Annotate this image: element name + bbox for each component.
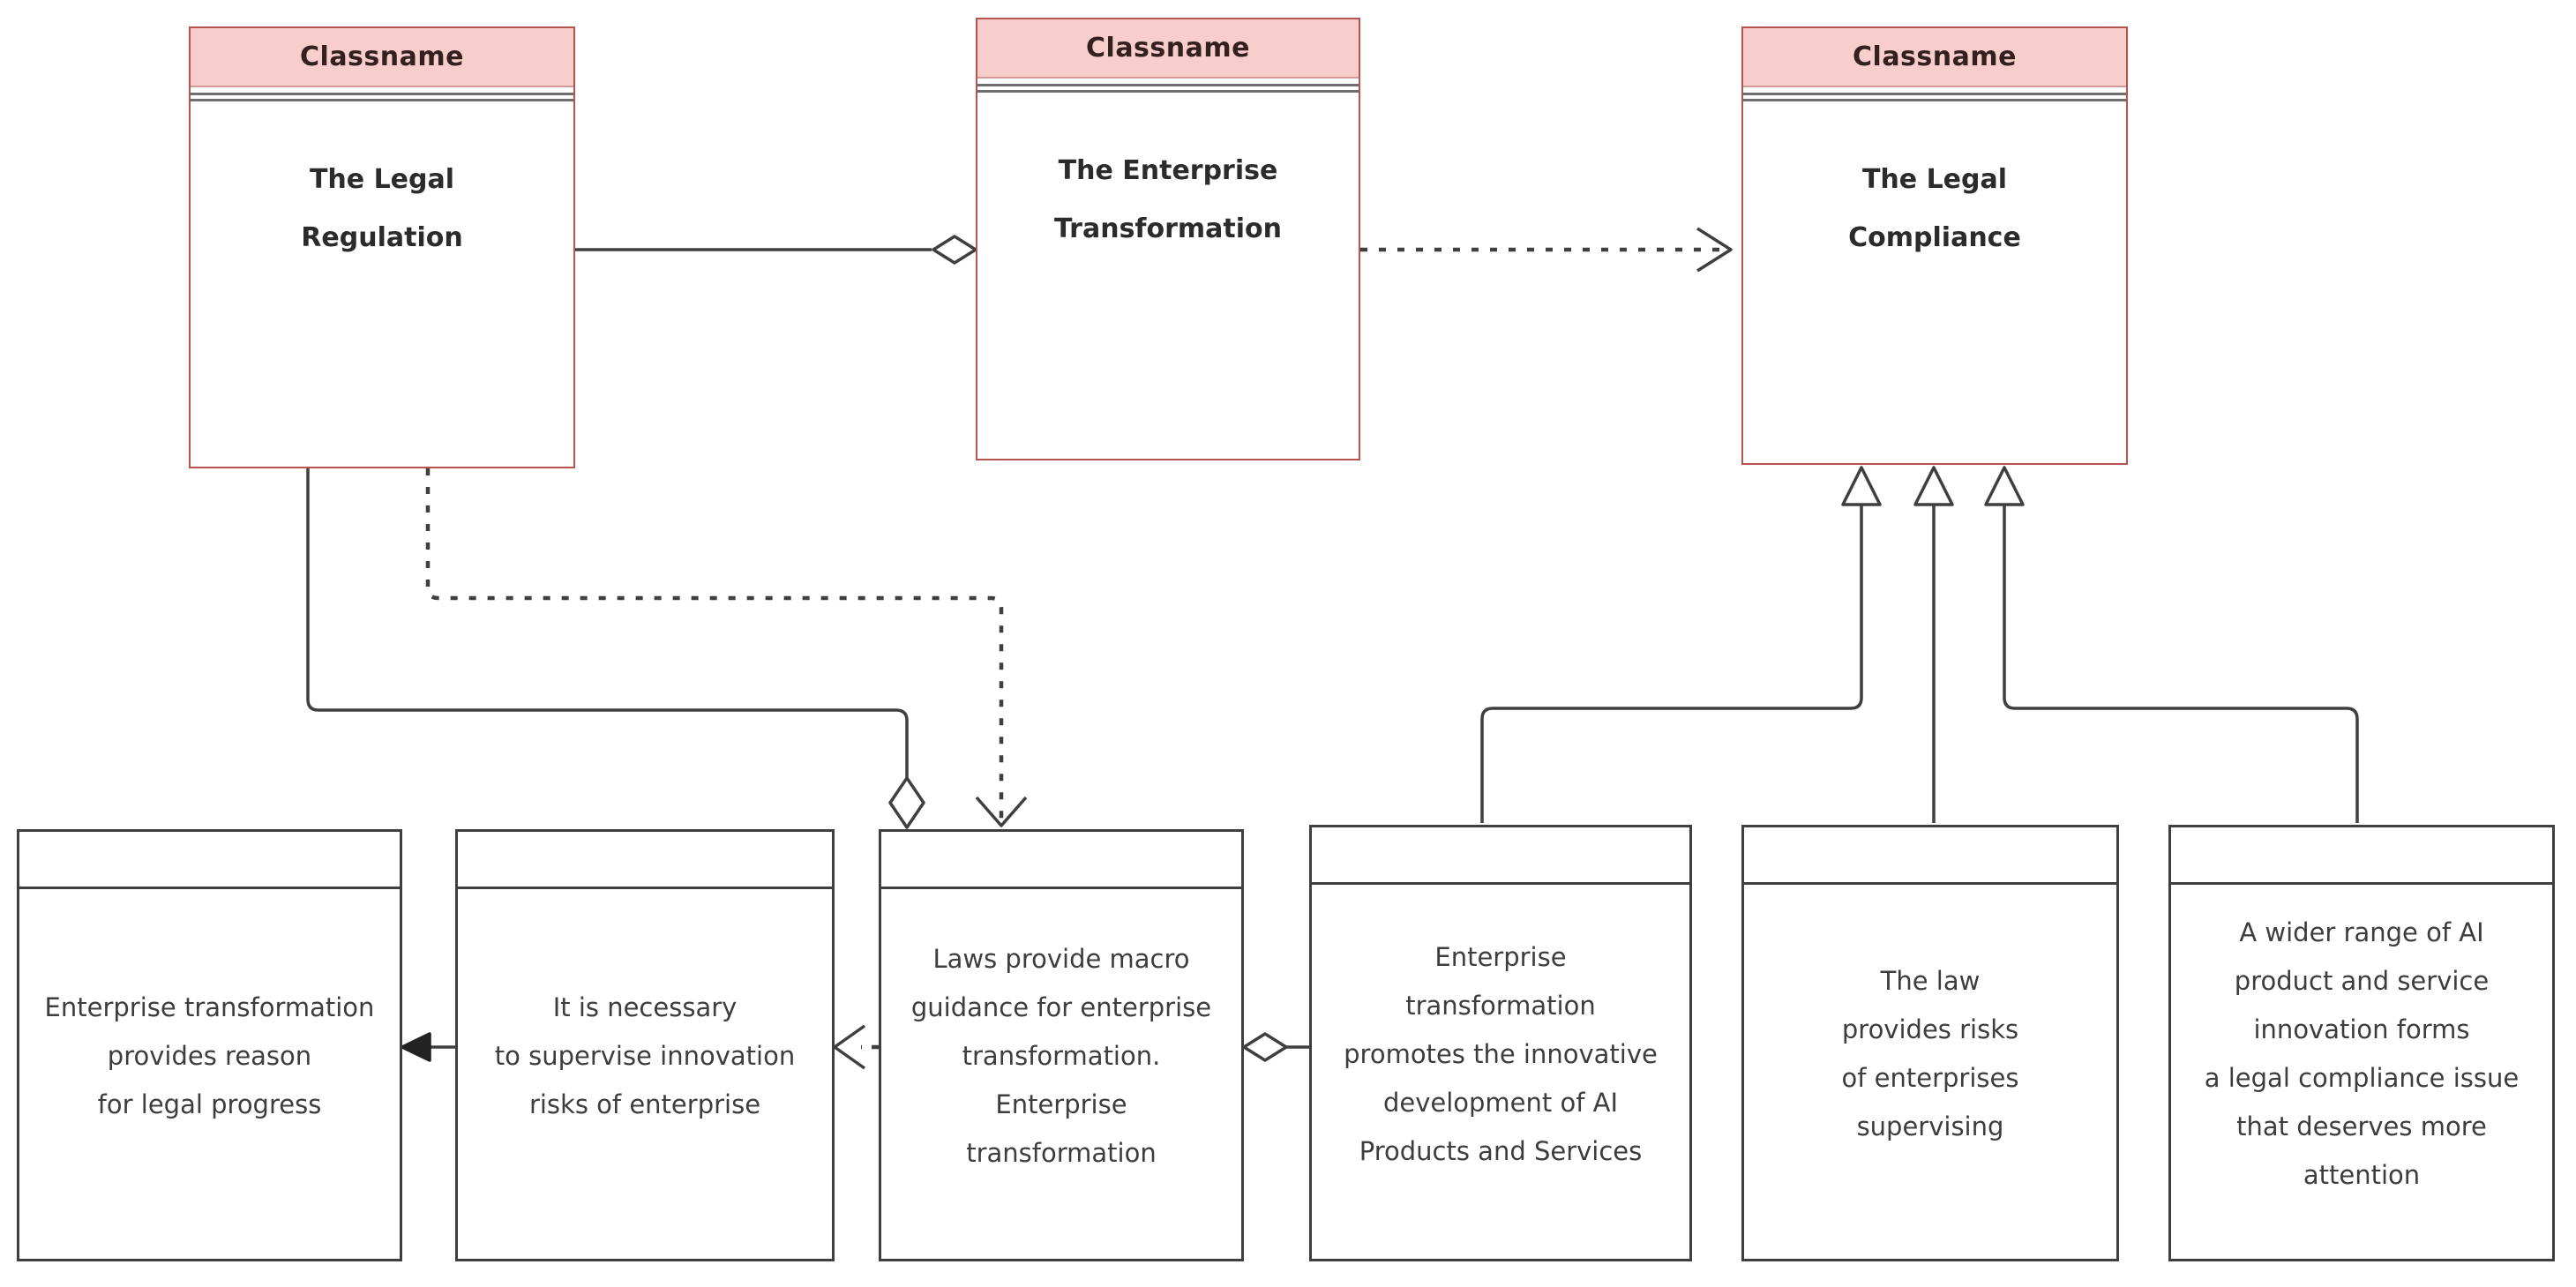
aggregation-regulation-note3 [306, 468, 925, 829]
note-header [2171, 827, 2552, 885]
note-header [1744, 827, 2116, 885]
generalization-note5-compliance [1913, 466, 1954, 823]
note-box-4: Enterprise transformation promotes the i… [1309, 825, 1692, 1261]
note-text: A wider range of AI product and service … [2204, 917, 2520, 1190]
association-note2-note1 [401, 1032, 455, 1062]
class-title: The Legal Compliance [1848, 164, 2021, 253]
dependency-note3-note2 [833, 1024, 879, 1070]
aggregation-regulation-transformation [575, 235, 977, 265]
class-separator [1743, 93, 2126, 101]
note-box-2: It is necessary to supervise innovation … [455, 829, 835, 1261]
class-box-legal-regulation: Classname The Legal Regulation [189, 26, 575, 468]
generalization-note4-compliance [1480, 466, 1882, 823]
note-text: It is necessary to supervise innovation … [494, 992, 796, 1119]
note-header [458, 832, 832, 889]
class-header-label: Classname [1853, 41, 2017, 72]
dependency-regulation-note3 [425, 468, 1028, 827]
note-box-1: Enterprise transformation provides reaso… [17, 829, 402, 1261]
note-header [1312, 827, 1689, 885]
note-box-5: The law provides risks of enterprises su… [1741, 825, 2119, 1261]
class-header-label: Classname [1086, 33, 1250, 64]
class-separator [977, 84, 1359, 93]
dependency-transformation-compliance [1360, 227, 1733, 273]
class-separator [191, 93, 573, 101]
note-box-3: Laws provide macro guidance for enterpri… [879, 829, 1244, 1261]
note-header [881, 832, 1241, 889]
note-text: The law provides risks of enterprises su… [1841, 966, 2019, 1141]
class-header: Classname [1743, 28, 2126, 87]
generalization-note6-compliance [1984, 466, 2359, 823]
class-box-legal-compliance: Classname The Legal Compliance [1741, 26, 2128, 465]
class-header: Classname [977, 19, 1359, 79]
note-text: Laws provide macro guidance for enterpri… [910, 944, 1212, 1168]
note-header [19, 832, 400, 889]
note-text: Enterprise transformation provides reaso… [44, 992, 375, 1119]
aggregation-note4-note3 [1242, 1032, 1309, 1062]
class-header-label: Classname [300, 41, 464, 72]
class-title: The Enterprise Transformation [1054, 155, 1282, 244]
note-text: Enterprise transformation promotes the i… [1344, 941, 1658, 1166]
class-title: The Legal Regulation [301, 164, 463, 253]
class-box-enterprise-transformation: Classname The Enterprise Transformation [976, 18, 1360, 460]
class-header: Classname [191, 28, 573, 87]
note-box-6: A wider range of AI product and service … [2168, 825, 2555, 1261]
